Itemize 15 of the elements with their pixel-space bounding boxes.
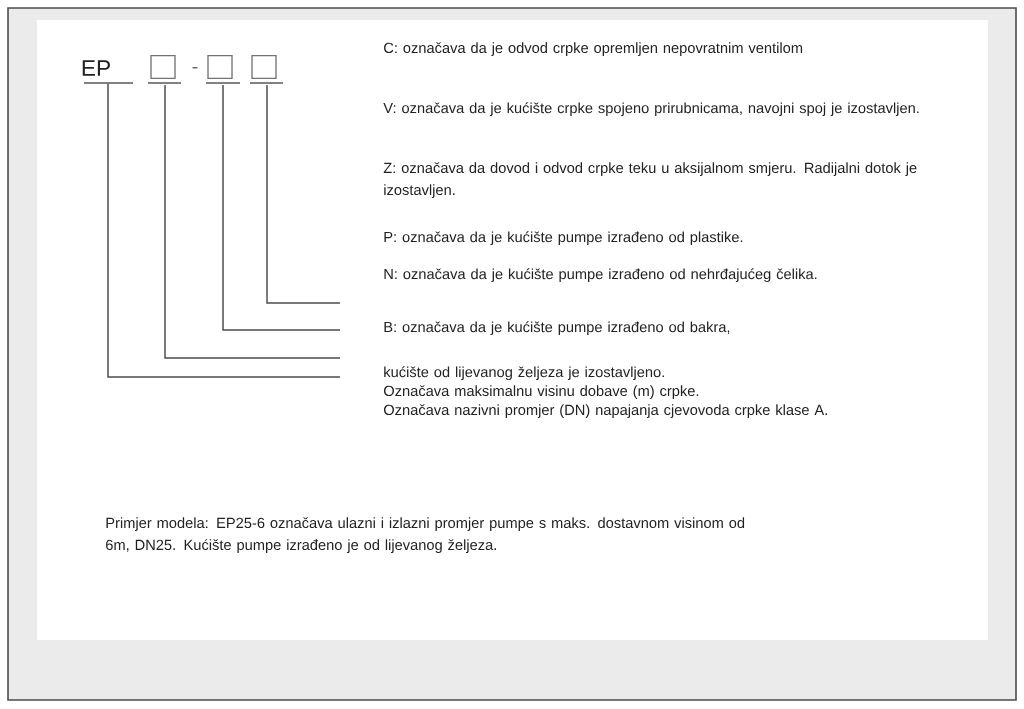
description-text: Z: označava da dovod i odvod crpke teku u aksijalnom smjeru. Radijalni dotok je izostavljen. [383,162,917,198]
description-text: P: označava da je kućište pumpe izrađeno od plastike. [384,231,743,246]
description-text: C: označava da je odvod crpke opremljen nepovratnim ventilom [384,42,803,56]
description-text: kućište od lijevanog željeza je izostavljeno. [384,366,664,381]
empty-square [251,55,277,79]
empty-square [150,55,176,79]
description-text: V: označava da je kućište crpke spojeno prirubnicama, navojni spoj je izostavljen. [383,102,919,117]
empty-square [207,55,233,79]
example-note: Primjer modela: EP25-6 označava ulazni i izlazni promjer pumpe s maks. dostavnom visinom od 6m, DN25. Kućište pumpe izrađeno je od lijevanog željeza. [106,517,745,553]
description-text: Označava maksimalnu visinu dobave (m) crpke. [383,385,699,399]
description-text: N: označava da je kućište pumpe izrađeno od nehrđajućeg čelika. [384,268,817,283]
hyphen: - [192,66,198,69]
description-text: Označava nazivni promjer (DN) napajanja cjevovoda crpke klase A. [383,404,827,418]
description-text: B: označava da je kućište pumpe izrađeno od bakra, [384,321,730,336]
code-letters: EP [82,60,110,76]
